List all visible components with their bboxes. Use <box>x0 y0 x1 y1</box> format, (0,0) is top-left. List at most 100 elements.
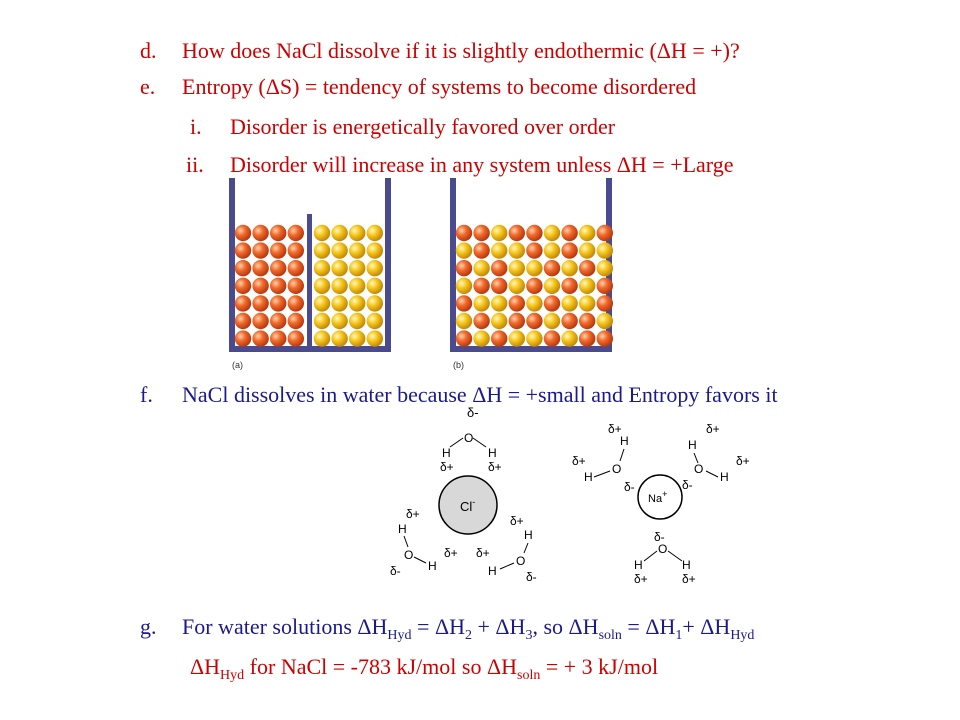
item-e-marker: e. <box>140 74 156 99</box>
svg-text:H: H <box>524 528 533 542</box>
particles-b <box>455 224 613 347</box>
svg-text:O: O <box>404 548 413 562</box>
orange-particle <box>596 295 613 312</box>
orange-particle <box>252 295 269 312</box>
svg-text:δ+: δ+ <box>510 514 524 528</box>
orange-particle <box>579 330 596 347</box>
yellow-particle <box>331 224 348 242</box>
orange-particle <box>252 277 269 294</box>
orange-particle <box>234 330 252 347</box>
item-ii-marker: ii. <box>186 152 204 177</box>
svg-text:δ+: δ+ <box>572 454 586 468</box>
sodium-label: Na+ <box>648 489 667 505</box>
yellow-particle <box>366 312 383 330</box>
yellow-particle <box>349 260 366 277</box>
yellow-particle <box>596 242 613 259</box>
yellow-particle <box>313 277 331 294</box>
yellow-particle <box>579 277 596 294</box>
yellow-particle <box>508 260 525 277</box>
yellow-particle <box>313 295 331 312</box>
svg-text:δ-: δ- <box>682 478 693 492</box>
sodium-hydration: Na+ δ+ H O H δ+ δ- δ+ H O H δ+ δ- δ- O H… <box>572 422 750 586</box>
orange-particle <box>561 224 578 242</box>
orange-particle <box>543 295 561 312</box>
yellow-particle <box>331 330 348 347</box>
svg-text:δ+: δ+ <box>634 572 648 586</box>
orange-particle <box>270 277 287 294</box>
water-top-delta: δ- <box>467 405 479 420</box>
yellow-particle <box>561 330 578 347</box>
svg-text:O: O <box>658 542 667 556</box>
orange-particle <box>596 277 613 294</box>
orange-particle <box>287 277 304 294</box>
yellow-particle <box>543 312 561 330</box>
svg-text:δ+: δ+ <box>706 422 720 436</box>
orange-particle <box>561 277 578 294</box>
yellow-particle <box>561 295 578 312</box>
yellow-particle <box>349 295 366 312</box>
yellow-particle <box>491 295 508 312</box>
orange-particle <box>473 277 490 294</box>
item-ii-text: Disorder will increase in any system unl… <box>230 152 734 177</box>
orange-particle <box>287 295 304 312</box>
yellow-particle <box>579 224 596 242</box>
item-d-marker: d. <box>140 38 157 63</box>
svg-text:H: H <box>720 470 729 484</box>
yellow-particle <box>491 224 508 242</box>
orange-particle <box>287 312 304 330</box>
label-b: (b) <box>453 360 464 370</box>
orange-particle <box>455 295 473 312</box>
svg-text:H: H <box>584 470 593 484</box>
svg-text:O: O <box>516 554 525 568</box>
container-b <box>450 178 613 352</box>
water-top-o: O <box>464 431 473 445</box>
orange-particle <box>491 277 508 294</box>
orange-particle <box>234 242 252 259</box>
orange-particle <box>252 330 269 347</box>
yellow-particle <box>349 242 366 259</box>
yellow-particle <box>473 260 490 277</box>
svg-text:δ-: δ- <box>390 564 401 578</box>
orange-particle <box>252 224 269 242</box>
item-g-marker: g. <box>140 614 157 639</box>
orange-particle <box>491 330 508 347</box>
item-f-marker: f. <box>140 382 153 407</box>
svg-text:H: H <box>488 564 497 578</box>
svg-text:H: H <box>428 559 437 573</box>
yellow-particle <box>331 242 348 259</box>
yellow-particle <box>331 295 348 312</box>
yellow-particle <box>455 277 473 294</box>
yellow-particle <box>543 277 561 294</box>
orange-particle <box>596 224 613 242</box>
yellow-particle <box>473 295 490 312</box>
item-d-text: How does NaCl dissolve if it is slightly… <box>182 38 740 63</box>
svg-text:H: H <box>634 558 643 572</box>
orange-particle <box>455 260 473 277</box>
orange-particle <box>561 242 578 259</box>
item-i-text: Disorder is energetically favored over o… <box>230 114 616 139</box>
chloride-label: Cl- <box>460 497 475 514</box>
orange-particle <box>455 224 473 242</box>
svg-text:δ-: δ- <box>624 480 635 494</box>
yellow-particle <box>491 242 508 259</box>
svg-text:O: O <box>612 462 621 476</box>
svg-text:δ+: δ+ <box>608 422 622 436</box>
orange-particle <box>287 224 304 242</box>
orange-particle <box>561 312 578 330</box>
orange-particle <box>234 260 252 277</box>
yellow-particle <box>331 277 348 294</box>
orange-particle <box>579 312 596 330</box>
svg-text:H: H <box>688 438 697 452</box>
yellow-particle <box>313 242 331 259</box>
orange-particle <box>596 330 613 347</box>
orange-particle <box>473 224 490 242</box>
orange-particle <box>287 242 304 259</box>
yellow-particle <box>455 312 473 330</box>
svg-text:δ+: δ+ <box>488 460 502 474</box>
item-i-marker: i. <box>190 114 202 139</box>
svg-text:H: H <box>398 522 407 536</box>
svg-text:δ-: δ- <box>526 570 537 584</box>
svg-text:δ+: δ+ <box>406 507 420 521</box>
orange-particle <box>543 260 561 277</box>
svg-text:O: O <box>694 462 703 476</box>
